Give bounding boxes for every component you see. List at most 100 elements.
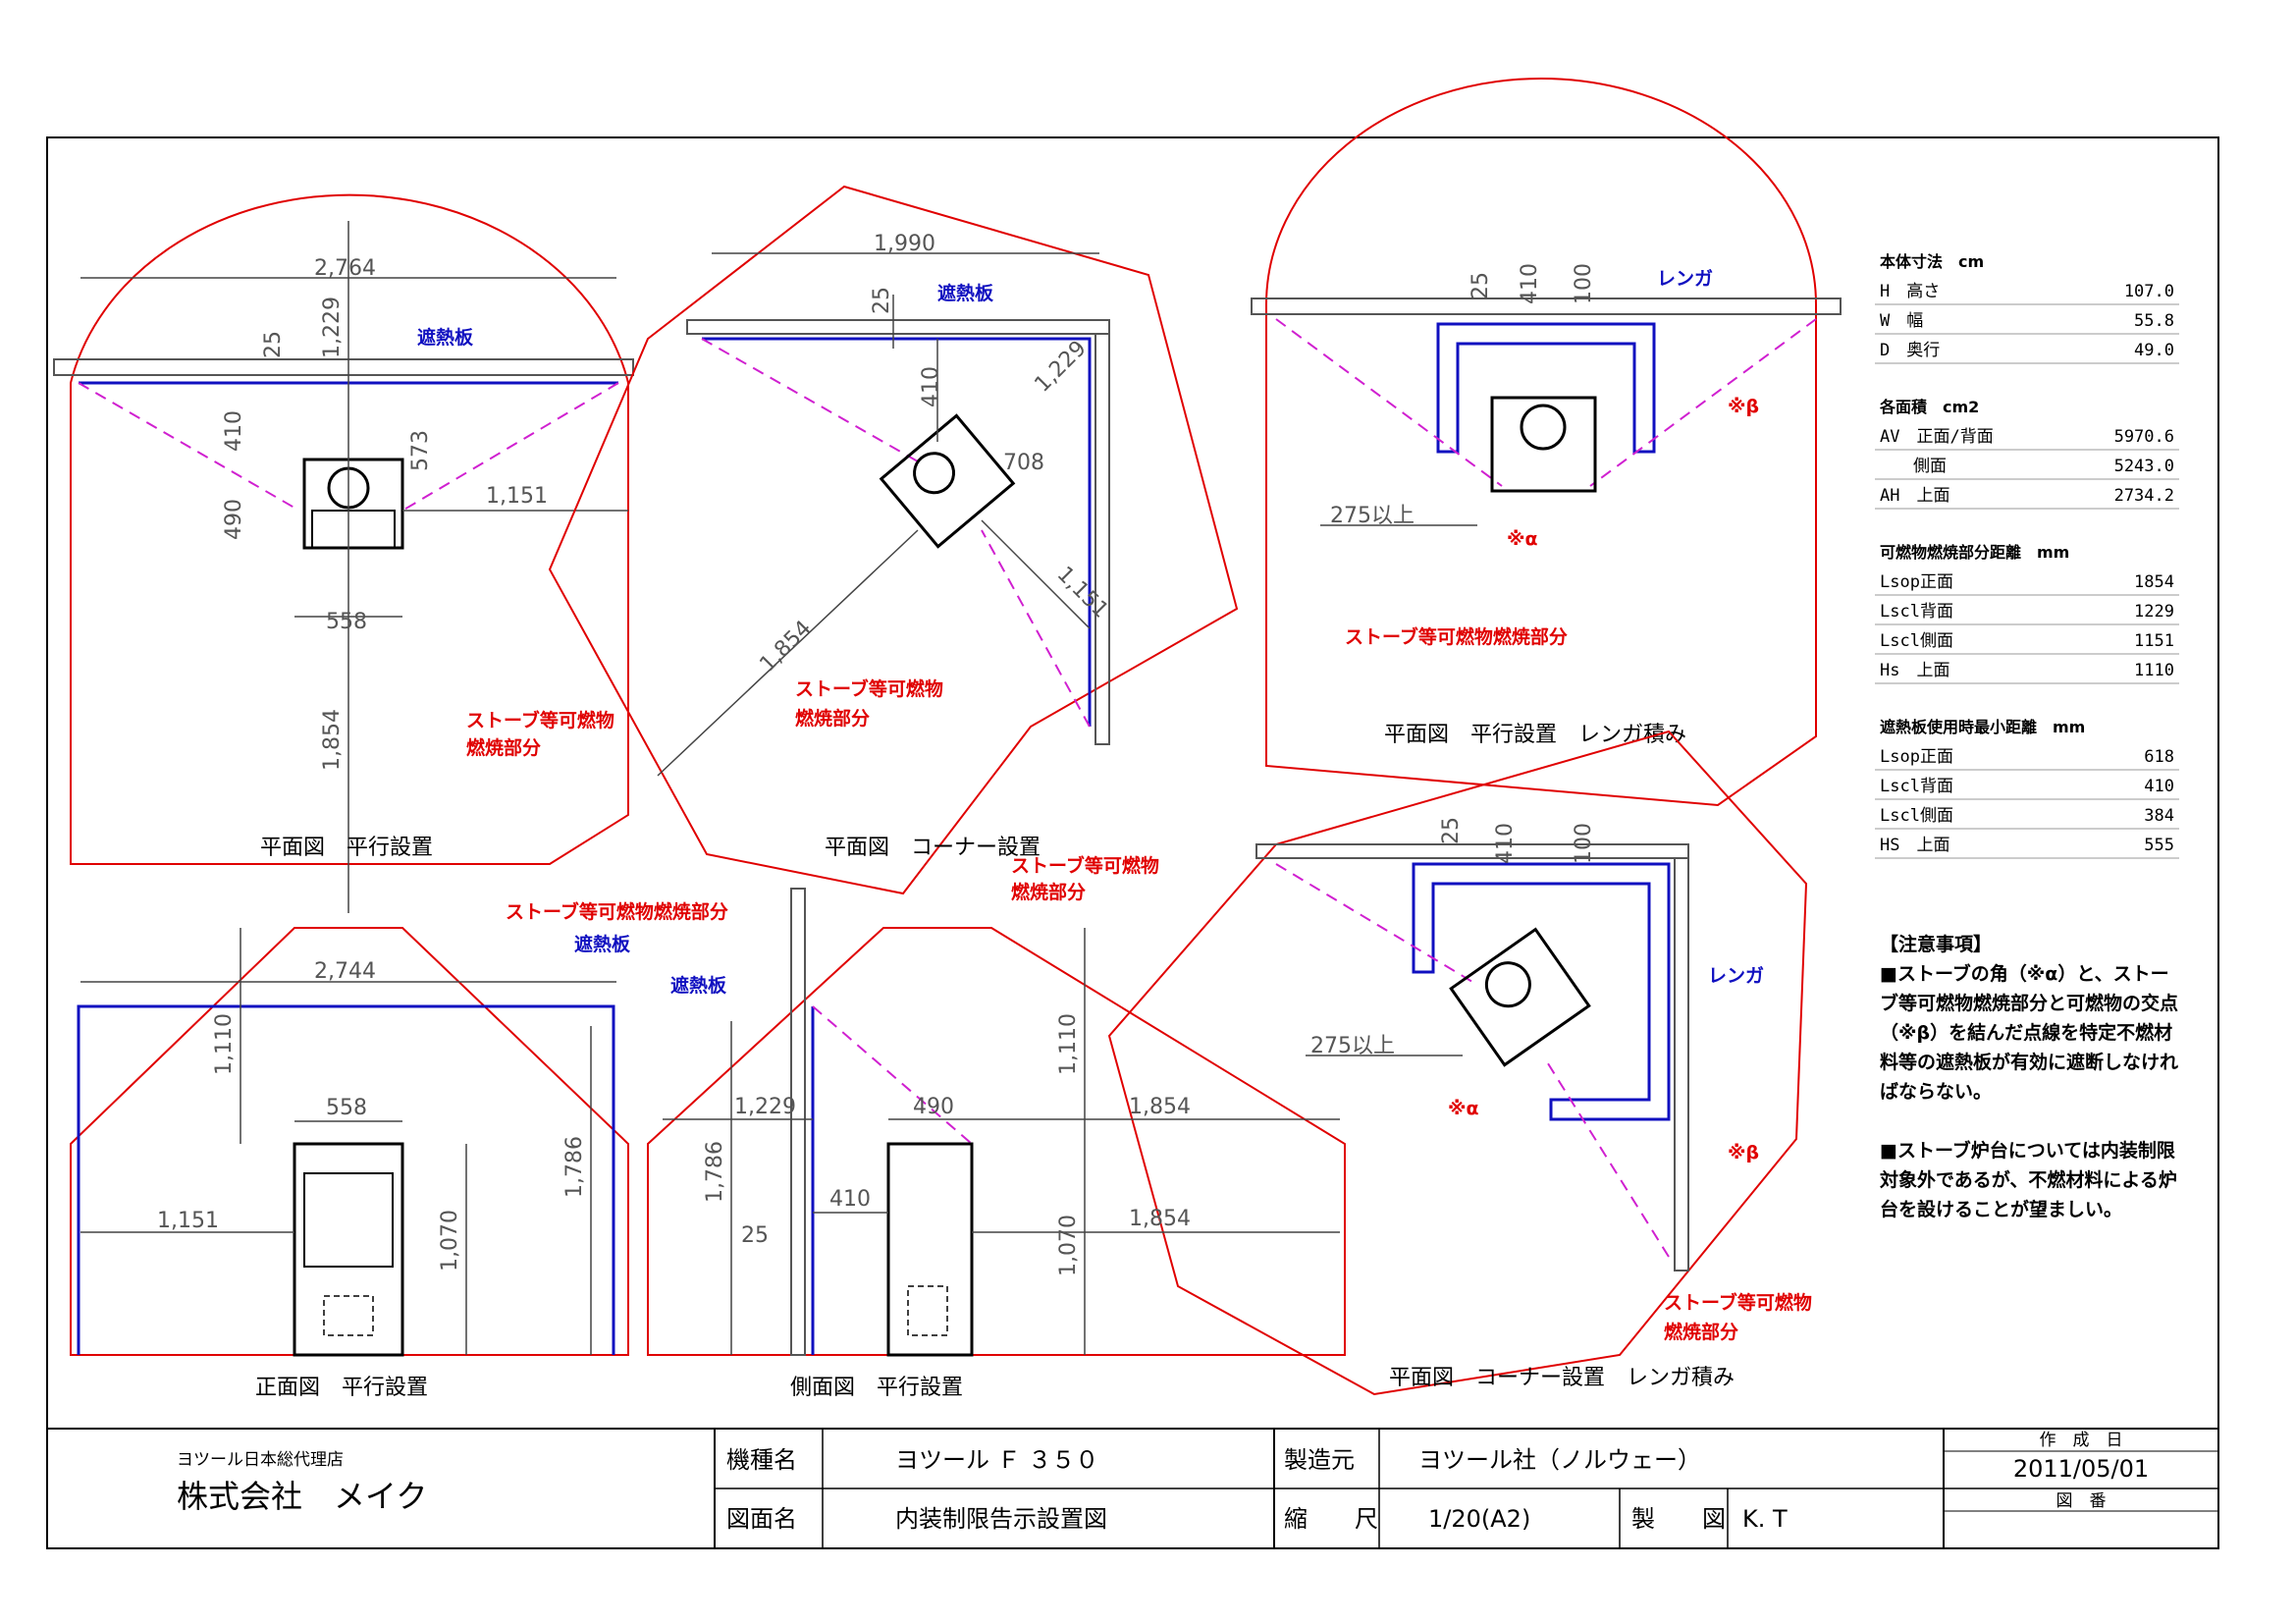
brick-wall: [1436, 322, 1656, 454]
spec-label: H 高さ: [1880, 282, 1940, 301]
note-line: 台を設けることが望ましい。: [1880, 1198, 2122, 1220]
fire-zone-label: 燃焼部分: [795, 707, 870, 730]
brick-wall: [1412, 862, 1671, 1121]
dim-label: 1,786: [562, 1136, 587, 1198]
spec-value: 1151: [2134, 631, 2174, 651]
plan-corner-brick-view: 25 410 100 275以上 レンガ ※α ※β ストーブ等可燃物 燃焼部分…: [1107, 730, 1812, 1396]
wall: [686, 319, 1110, 335]
dim-label: 708: [1003, 451, 1044, 475]
view-caption: 平面図 コーナー設置: [825, 836, 1041, 860]
drawing-value: 内装制限告示設置図: [895, 1505, 1107, 1533]
spec-value: 384: [2144, 806, 2174, 826]
spec-value: 1854: [2134, 572, 2174, 592]
dim-label: 410: [1518, 263, 1542, 304]
spec-section-title: 本体寸法 cm: [1880, 252, 1984, 271]
dim-label: 1,854: [755, 616, 816, 676]
wall: [53, 358, 634, 376]
spec-label: 側面: [1880, 457, 1947, 476]
dim-label: 1,229: [320, 297, 345, 358]
plan-brick-view: 25 410 100 275以上 レンガ ※α ※β ストーブ等可燃物燃焼部分 …: [1251, 78, 1842, 807]
spec-label: W 幅: [1880, 311, 1923, 331]
dim-label: 1,854: [320, 709, 345, 771]
fire-zone-outline: [70, 193, 629, 865]
spec-value: 5970.6: [2114, 427, 2174, 447]
shield-diagonal-right: [401, 382, 619, 512]
dim-label: 573: [408, 430, 433, 471]
dim-label: 1,151: [1052, 562, 1113, 622]
fire-zone-outline: [647, 927, 1346, 1356]
dim-label: 25: [261, 331, 286, 358]
side-view: 1,110 1,229 490 1,854 1,786 410 25 1,854…: [647, 854, 1346, 1400]
brick-label: レンガ: [1708, 965, 1764, 987]
spec-value: 555: [2144, 836, 2174, 855]
dim-label: 558: [326, 1096, 367, 1120]
dim-label: 1,990: [874, 232, 935, 256]
spec-section-title: 遮熱板使用時最小距離 mm: [1880, 718, 2085, 736]
shield-diagonal: [981, 529, 1091, 728]
model-label: 機種名: [726, 1446, 797, 1474]
note-line: ■ストーブの角（※α）と、ストー: [1880, 962, 2169, 985]
fire-zone-outline: [548, 185, 1239, 895]
spec-label: Lscl側面: [1880, 631, 1953, 651]
note-line: 対象外であるが、不燃材料による炉: [1879, 1168, 2177, 1191]
shield-diagonal: [1275, 318, 1503, 487]
view-caption: 正面図 平行設置: [255, 1376, 428, 1400]
note-line: （※β）を結んだ点線を特定不燃材: [1880, 1021, 2172, 1044]
wall: [1251, 298, 1842, 315]
view-caption: 平面図 平行設置: [260, 836, 433, 860]
maker-value: ヨツール社（ノルウェー）: [1418, 1446, 1701, 1474]
spec-value: 2734.2: [2114, 486, 2174, 506]
view-caption: 平面図 コーナー設置 レンガ積み: [1389, 1366, 1735, 1390]
shield-label: 遮熱板: [937, 282, 994, 304]
note-line: ばならない。: [1880, 1081, 1992, 1103]
heat-shield-line: [77, 1004, 615, 1355]
wall: [1095, 333, 1110, 745]
brick-label: レンガ: [1657, 268, 1713, 290]
dim-label: 490: [222, 499, 246, 540]
shield-diagonal: [1589, 318, 1817, 487]
model-value: ヨツール Ｆ ３５０: [895, 1446, 1098, 1474]
fire-zone-label: 燃焼部分: [1664, 1321, 1738, 1343]
alpha-label: ※α: [1507, 528, 1538, 550]
view-caption: 側面図 平行設置: [790, 1376, 963, 1400]
dim-label: 25: [1468, 272, 1493, 299]
fire-zone-label: 燃焼部分: [466, 736, 541, 759]
view-caption: 平面図 平行設置 レンガ積み: [1384, 723, 1686, 747]
dim-label: 1,151: [157, 1209, 219, 1233]
spec-section-title: 可燃物燃焼部分距離 mm: [1880, 543, 2069, 562]
dim-line: [657, 529, 919, 777]
spec-label: Lscl側面: [1880, 806, 1953, 826]
spec-value: 49.0: [2134, 341, 2174, 360]
dim-label: 558: [326, 610, 367, 634]
alpha-label: ※α: [1448, 1098, 1479, 1119]
scale-value: 1/20(A2): [1428, 1505, 1530, 1533]
shield-diagonal: [812, 1005, 973, 1145]
spec-value: 107.0: [2124, 282, 2174, 301]
fire-zone-label: ストーブ等可燃物: [1664, 1291, 1812, 1314]
stove-side-view: [886, 1142, 974, 1357]
dim-label: 1,110: [212, 1013, 237, 1075]
shield-label: 遮熱板: [417, 326, 474, 349]
note-line: ■ストーブ炉台については内装制限: [1880, 1139, 2175, 1162]
fire-zone-label: ストーブ等可燃物燃焼部分: [506, 900, 728, 923]
dim-label: 1,070: [1056, 1215, 1081, 1276]
spec-label: AH 上面: [1880, 486, 1949, 506]
drawing-number-label: 図 番: [2056, 1491, 2107, 1511]
dealer-small: ヨツール日本総代理店: [177, 1450, 344, 1470]
spec-value: 1229: [2134, 602, 2174, 622]
beta-label: ※β: [1728, 396, 1759, 417]
dim-label: 410: [222, 410, 246, 452]
front-view: 2,744 1,110 558 1,151 1,786 1,070 ストーブ等可…: [70, 900, 728, 1400]
shield-label: 遮熱板: [670, 974, 727, 997]
note-line: 料等の遮熱板が有効に遮断しなけれ: [1880, 1051, 2178, 1073]
spec-value: 5243.0: [2114, 457, 2174, 476]
dim-label: 1,786: [703, 1141, 727, 1203]
dim-label: 1,070: [438, 1210, 462, 1271]
dim-label: 25: [1439, 817, 1464, 844]
beta-label: ※β: [1728, 1142, 1759, 1163]
dim-label: 1,229: [1030, 336, 1091, 397]
spec-label: AV 正面/背面: [1880, 427, 1994, 447]
stove-front-view: [293, 1142, 404, 1357]
dim-label: 1,110: [1056, 1013, 1081, 1075]
dim-label: 1,854: [1129, 1095, 1191, 1119]
